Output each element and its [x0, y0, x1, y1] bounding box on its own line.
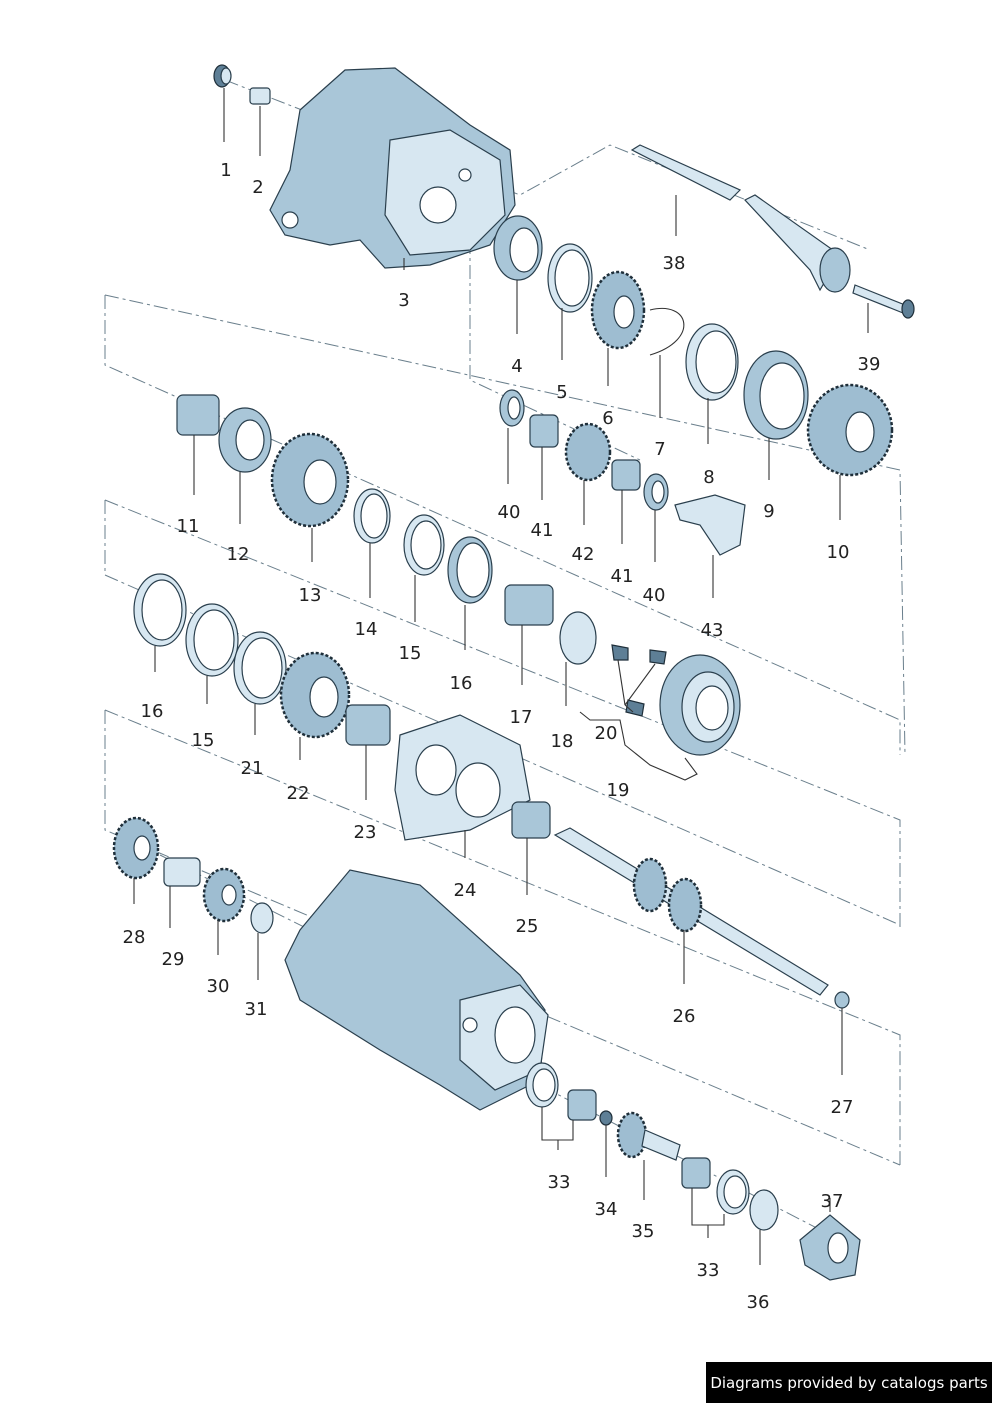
label-21: 21: [241, 758, 264, 779]
label-16b: 16: [141, 701, 164, 722]
label-37: 37: [821, 1191, 844, 1212]
part-25-bearing: [511, 801, 551, 839]
row2-parts: [176, 389, 746, 604]
label-36: 36: [747, 1292, 770, 1313]
label-3: 3: [398, 290, 409, 311]
label-10: 10: [827, 542, 850, 563]
label-6: 6: [602, 408, 613, 429]
label-5: 5: [556, 382, 567, 403]
label-18: 18: [551, 731, 574, 752]
label-19: 19: [607, 780, 630, 801]
label-16: 16: [450, 673, 473, 694]
upper-gearbox-housing: [269, 67, 516, 269]
part-39-bolt: [852, 284, 915, 319]
label-25: 25: [516, 916, 539, 937]
label-28: 28: [123, 927, 146, 948]
label-2: 2: [252, 177, 263, 198]
label-38: 38: [663, 253, 686, 274]
label-11: 11: [177, 516, 200, 537]
credit-banner: Diagrams provided by catalogs parts: [706, 1362, 992, 1403]
label-1: 1: [220, 160, 231, 181]
label-15b: 15: [192, 730, 215, 751]
row4-small-parts: [112, 816, 274, 934]
label-9: 9: [763, 501, 774, 522]
label-7: 7: [654, 439, 665, 460]
label-29: 29: [162, 949, 185, 970]
label-15: 15: [399, 643, 422, 664]
label-40b: 40: [643, 585, 666, 606]
leader-lines: [133, 88, 869, 1265]
lower-gearbox-housing: [284, 869, 549, 1111]
label-27: 27: [831, 1097, 854, 1118]
part-26-mainshaft: [553, 827, 850, 1009]
row3-parts: [133, 573, 741, 756]
label-26: 26: [673, 1006, 696, 1027]
label-30: 30: [207, 976, 230, 997]
label-22: 22: [287, 783, 310, 804]
label-33b: 33: [697, 1260, 720, 1281]
label-12: 12: [227, 544, 250, 565]
part-38-shaft: [630, 144, 851, 293]
row5-parts: [525, 1062, 861, 1281]
part-1-cap: [213, 64, 232, 88]
label-4: 4: [511, 356, 522, 377]
label-41b: 41: [611, 566, 634, 587]
label-34: 34: [595, 1199, 618, 1220]
row1-parts: [493, 215, 894, 477]
label-43: 43: [701, 620, 724, 641]
part-24-gasket: [394, 714, 531, 841]
label-41: 41: [531, 520, 554, 541]
label-20: 20: [595, 723, 618, 744]
label-33: 33: [548, 1172, 571, 1193]
part-2-bolt: [249, 87, 271, 105]
label-40: 40: [498, 502, 521, 523]
label-39: 39: [858, 354, 881, 375]
callout-labels: 1 2 3 4 5 6 7 8 9 10 11 12 13 14 15 16 4…: [123, 160, 881, 1313]
label-17: 17: [510, 707, 533, 728]
label-8: 8: [703, 467, 714, 488]
label-35: 35: [632, 1221, 655, 1242]
label-24: 24: [454, 880, 477, 901]
label-42: 42: [572, 544, 595, 565]
label-13: 13: [299, 585, 322, 606]
label-14: 14: [355, 619, 378, 640]
label-23: 23: [354, 822, 377, 843]
credit-text: Diagrams provided by catalogs parts: [710, 1373, 988, 1392]
label-31: 31: [245, 999, 268, 1020]
